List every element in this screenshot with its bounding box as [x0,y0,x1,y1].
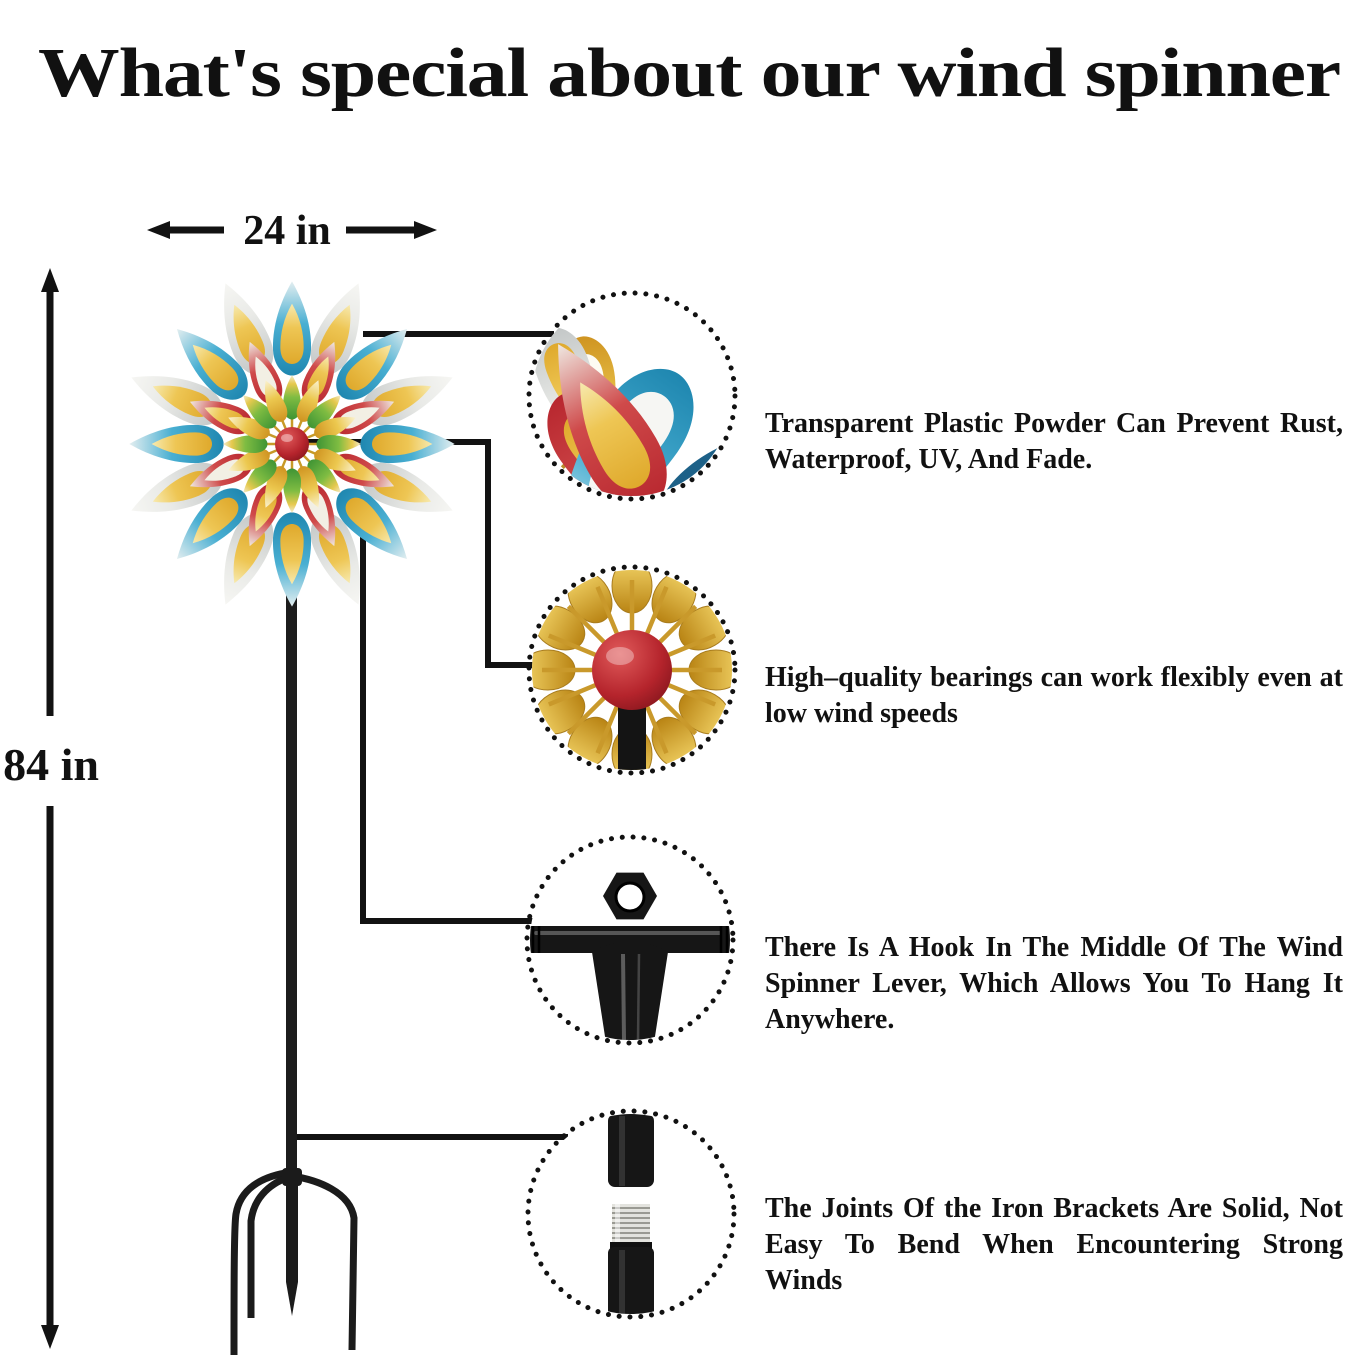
bearing-detail-image [526,564,738,776]
dotted-circle-border [525,1108,737,1320]
feature-text-hook: There Is A Hook In The Middle Of The Win… [765,932,1343,1035]
feature-text-bearings: High–quality bearings can work flexibly … [765,662,1343,729]
center-ball-highlight [281,434,293,442]
joint-detail-image [525,1108,737,1320]
feature-text-joints: The Joints Of the Iron Brackets Are Soli… [765,1193,1343,1296]
height-dimension-arrow [41,268,59,1349]
page-title: What's special about our wind spinner [38,34,1341,112]
hook-detail-image [524,834,736,1046]
coating-detail-image [526,290,738,502]
width-dimension-arrows [147,221,437,239]
dotted-circle-border [526,564,738,776]
connector-line-hook [360,517,534,924]
dotted-circle-border [526,290,738,502]
height-dimension-label: 84 in [3,739,99,790]
width-dimension-label: 24 in [243,208,331,254]
wind-spinner-graphic [123,275,461,613]
feature-text-coating: Transparent Plastic Powder Can Prevent R… [765,408,1343,475]
ground-stake-fork [230,1168,358,1356]
center-ball [275,427,309,461]
spinner-pole [286,520,297,1180]
dotted-circle-border [524,834,736,1046]
